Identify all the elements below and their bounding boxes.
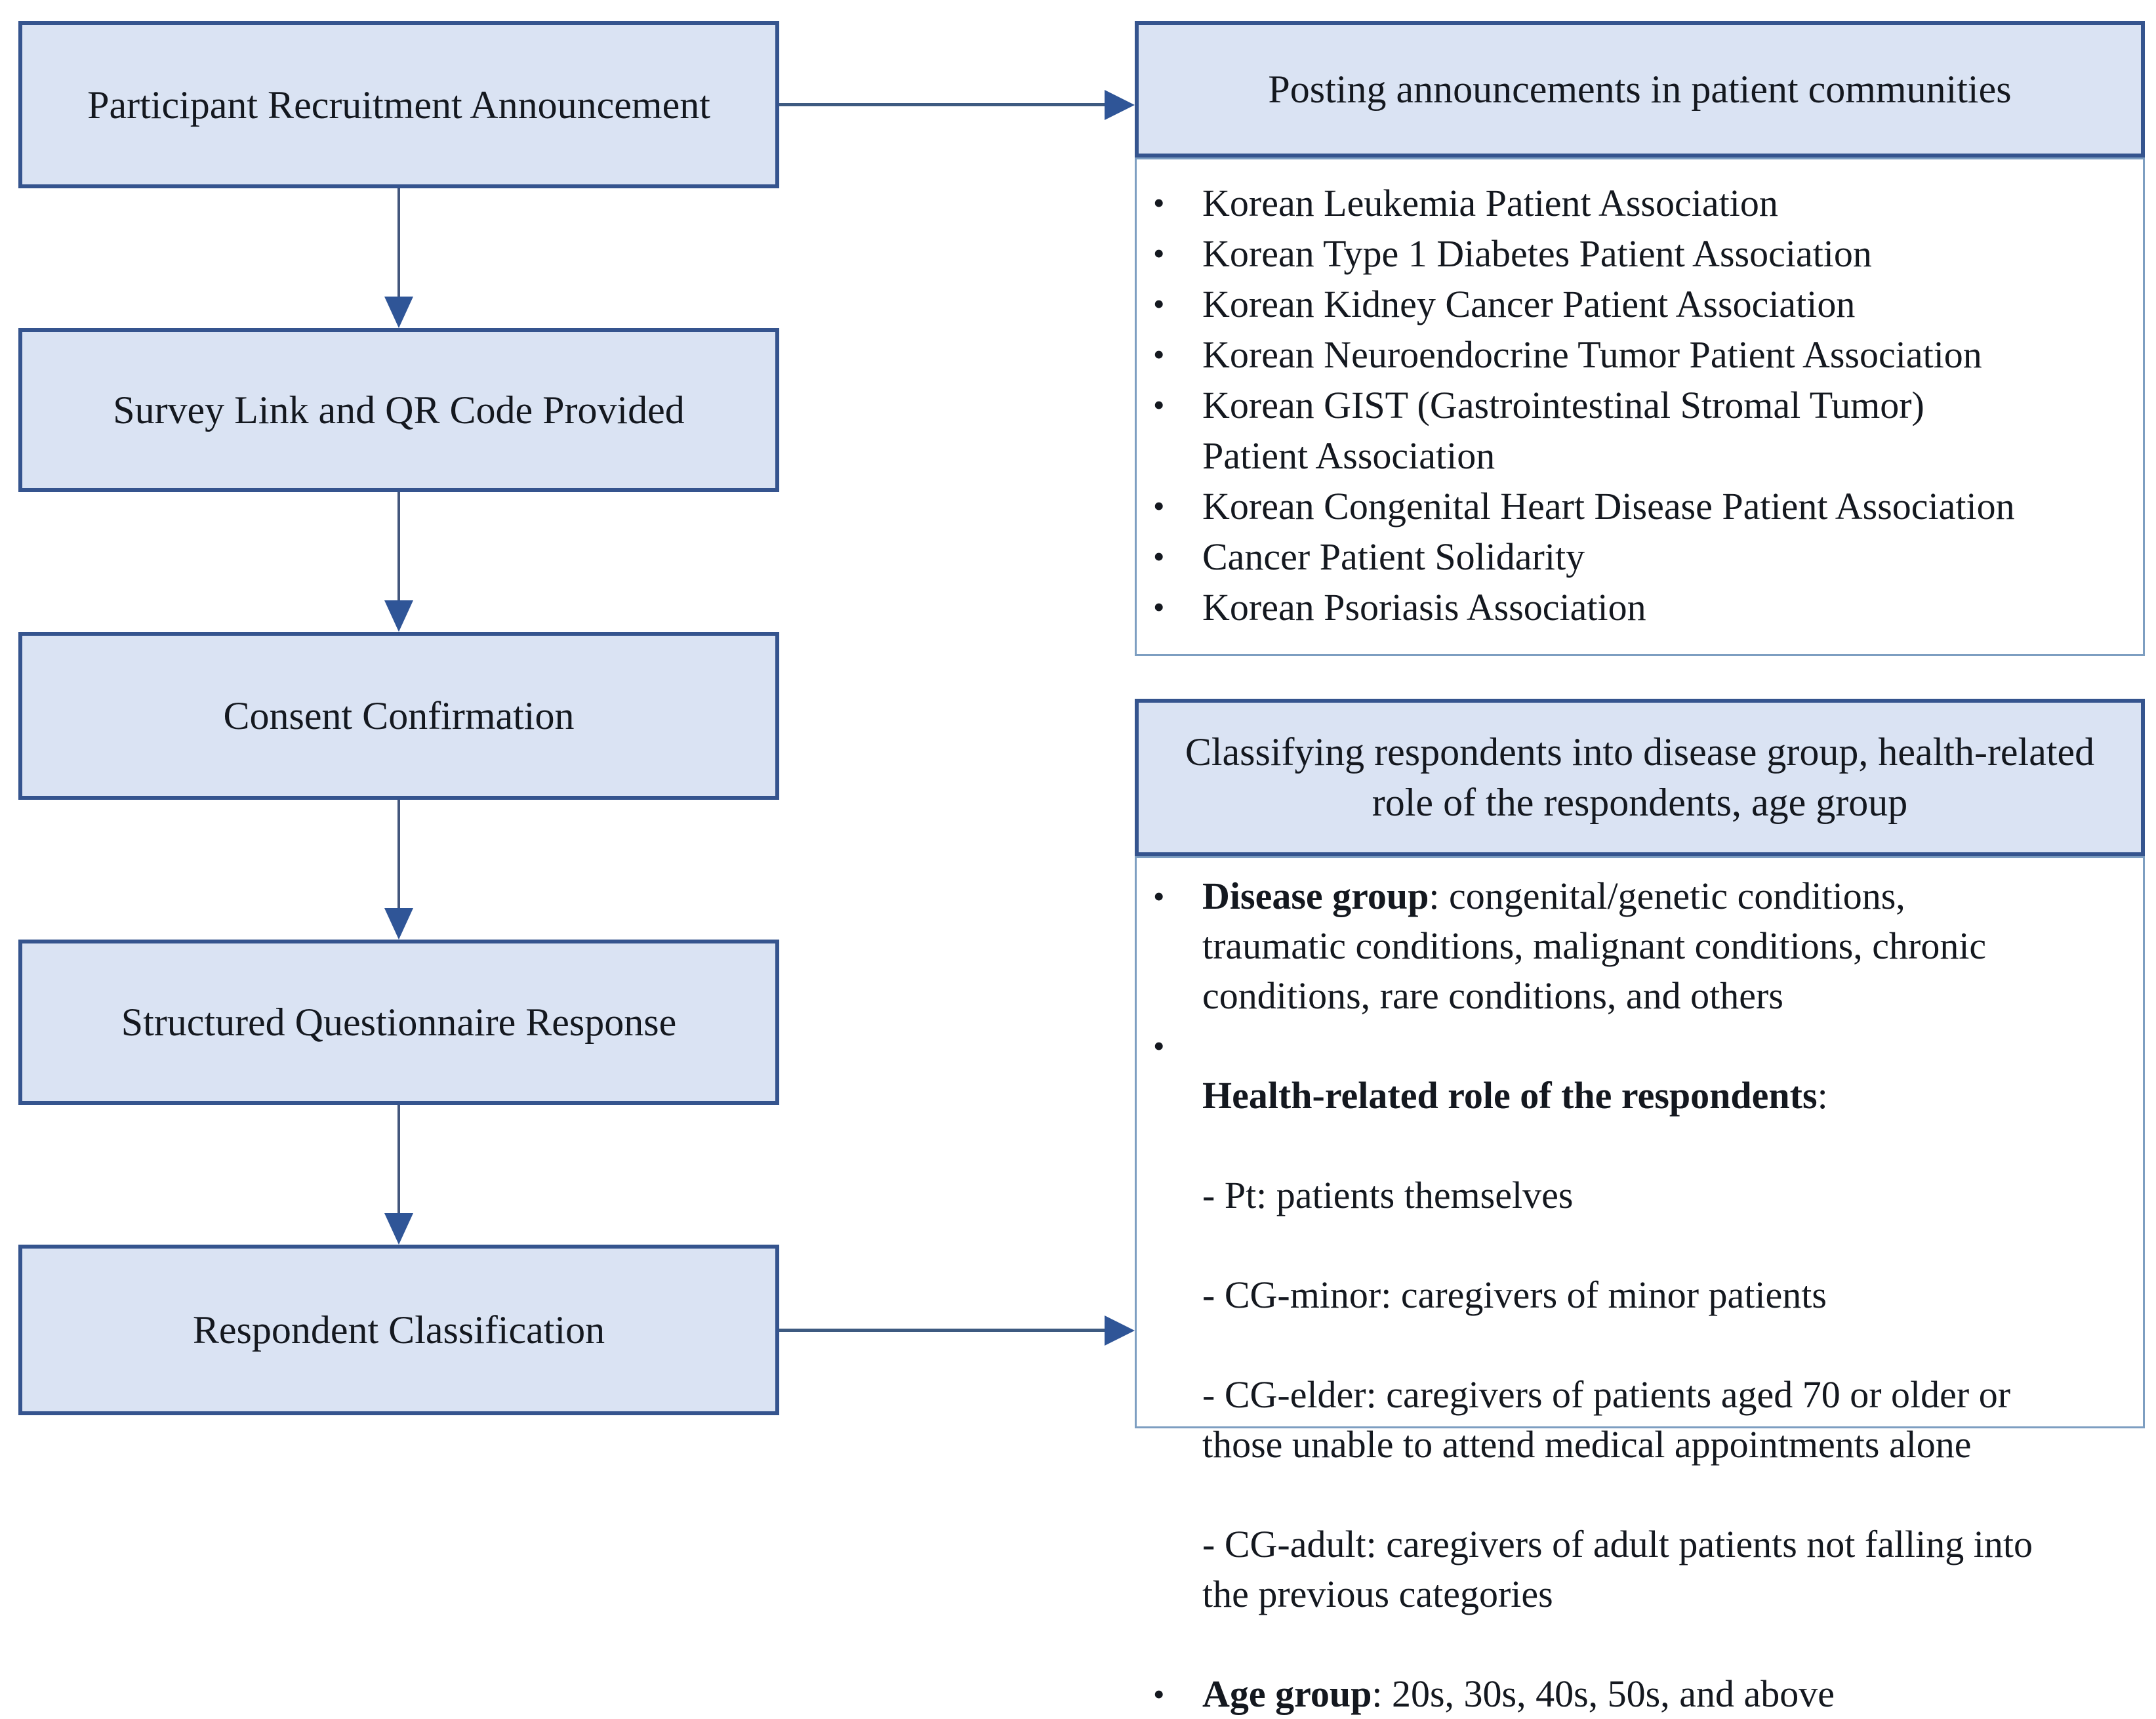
- right-arrow-icon: [1105, 1315, 1135, 1346]
- list-item-label: Disease group: [1202, 875, 1429, 917]
- list-item-detail: :: [1817, 1074, 1828, 1117]
- down-arrow-icon: [384, 600, 413, 632]
- connector-line-1: [397, 188, 400, 297]
- bullet-icon: •: [1153, 184, 1165, 221]
- communities-panel-list: • Korean Leukemia Patient Association • …: [1135, 157, 2145, 656]
- bullet-icon: •: [1153, 1027, 1165, 1064]
- connector-line-to-classification: [779, 1329, 1105, 1332]
- list-item: • Disease group: congenital/genetic cond…: [1137, 871, 2143, 1021]
- list-item-text: Age group: 20s, 30s, 40s, 50s, and above: [1202, 1669, 2143, 1719]
- flow-step-respondent-classification: Respondent Classification: [18, 1245, 779, 1415]
- list-item-text: Korean Psoriasis Association: [1202, 586, 1646, 629]
- list-item-label: Age group: [1202, 1672, 1372, 1715]
- sub-item: - CG-adult: caregivers of adult patients…: [1202, 1523, 2033, 1615]
- list-item-text: Korean Type 1 Diabetes Patient Associati…: [1202, 232, 1872, 275]
- bullet-icon: •: [1153, 285, 1165, 322]
- bullet-icon: •: [1153, 538, 1165, 575]
- connector-line-3: [397, 800, 400, 908]
- flow-step-recruitment-announcement: Participant Recruitment Announcement: [18, 21, 779, 188]
- communities-panel-title: Posting announcements in patient communi…: [1135, 21, 2145, 157]
- list-item-text: Korean Kidney Cancer Patient Association: [1202, 283, 1856, 325]
- list-item-detail: : congenital/genetic conditions, traumat…: [1202, 875, 1987, 1017]
- list-item-text: Korean Neuroendocrine Tumor Patient Asso…: [1202, 333, 1982, 376]
- connector-line-to-communities: [779, 103, 1105, 106]
- down-arrow-icon: [384, 1213, 413, 1245]
- flow-step-consent-confirmation: Consent Confirmation: [18, 632, 779, 800]
- list-item-text: Cancer Patient Solidarity: [1202, 535, 1585, 578]
- down-arrow-icon: [384, 297, 413, 328]
- right-arrow-icon: [1105, 90, 1135, 120]
- sub-item: - CG-minor: caregivers of minor patients: [1202, 1274, 1827, 1316]
- sub-item: - CG-elder: caregivers of patients aged …: [1202, 1373, 2011, 1466]
- bullet-icon: •: [1153, 235, 1165, 272]
- sub-item: - Pt: patients themselves: [1202, 1174, 1574, 1216]
- connector-line-2: [397, 492, 400, 600]
- bullet-icon: •: [1153, 386, 1165, 423]
- bullet-icon: •: [1153, 1676, 1165, 1712]
- list-item-detail: : 20s, 30s, 40s, 50s, and above: [1372, 1672, 1835, 1715]
- list-item: • Korean Kidney Cancer Patient Associati…: [1137, 279, 2143, 329]
- classification-panel-title: Classifying respondents into disease gro…: [1135, 699, 2145, 856]
- list-item: • Korean Neuroendocrine Tumor Patient As…: [1137, 329, 2143, 380]
- list-item: • Korean Leukemia Patient Association: [1137, 178, 2143, 228]
- recruitment-flow-diagram: { "figure": { "bullet_glyph": "•", "flow…: [18, 21, 2145, 1715]
- classification-panel-list: • Disease group: congenital/genetic cond…: [1135, 856, 2145, 1715]
- list-item: • Cancer Patient Solidarity: [1137, 531, 2143, 582]
- list-item-text: Korean Congenital Heart Disease Patient …: [1202, 485, 2015, 528]
- bullet-icon: •: [1153, 878, 1165, 915]
- flow-step-survey-link-qr: Survey Link and QR Code Provided: [18, 328, 779, 492]
- list-item: • Korean Congenital Heart Disease Patien…: [1137, 481, 2143, 531]
- list-item: • Korean Type 1 Diabetes Patient Associa…: [1137, 228, 2143, 279]
- list-item: • Health-related role of the respondents…: [1137, 1021, 2143, 1669]
- list-item-text: Health-related role of the respondents: …: [1202, 1021, 2143, 1669]
- list-item: • Korean GIST (Gastrointestinal Stromal …: [1137, 380, 2143, 481]
- list-item-text: Korean Leukemia Patient Association: [1202, 182, 1778, 224]
- bullet-icon: •: [1153, 589, 1165, 625]
- bullet-icon: •: [1153, 487, 1165, 524]
- list-item: • Age group: 20s, 30s, 40s, 50s, and abo…: [1137, 1669, 2143, 1719]
- list-item-label: Health-related role of the respondents: [1202, 1074, 1818, 1117]
- down-arrow-icon: [384, 908, 413, 940]
- connector-line-4: [397, 1105, 400, 1213]
- bullet-icon: •: [1153, 336, 1165, 373]
- list-item-text: Disease group: congenital/genetic condit…: [1202, 871, 2143, 1021]
- list-item-text: Korean GIST (Gastrointestinal Stromal Tu…: [1202, 384, 1924, 477]
- list-item: • Korean Psoriasis Association: [1137, 582, 2143, 632]
- flow-step-structured-questionnaire: Structured Questionnaire Response: [18, 940, 779, 1105]
